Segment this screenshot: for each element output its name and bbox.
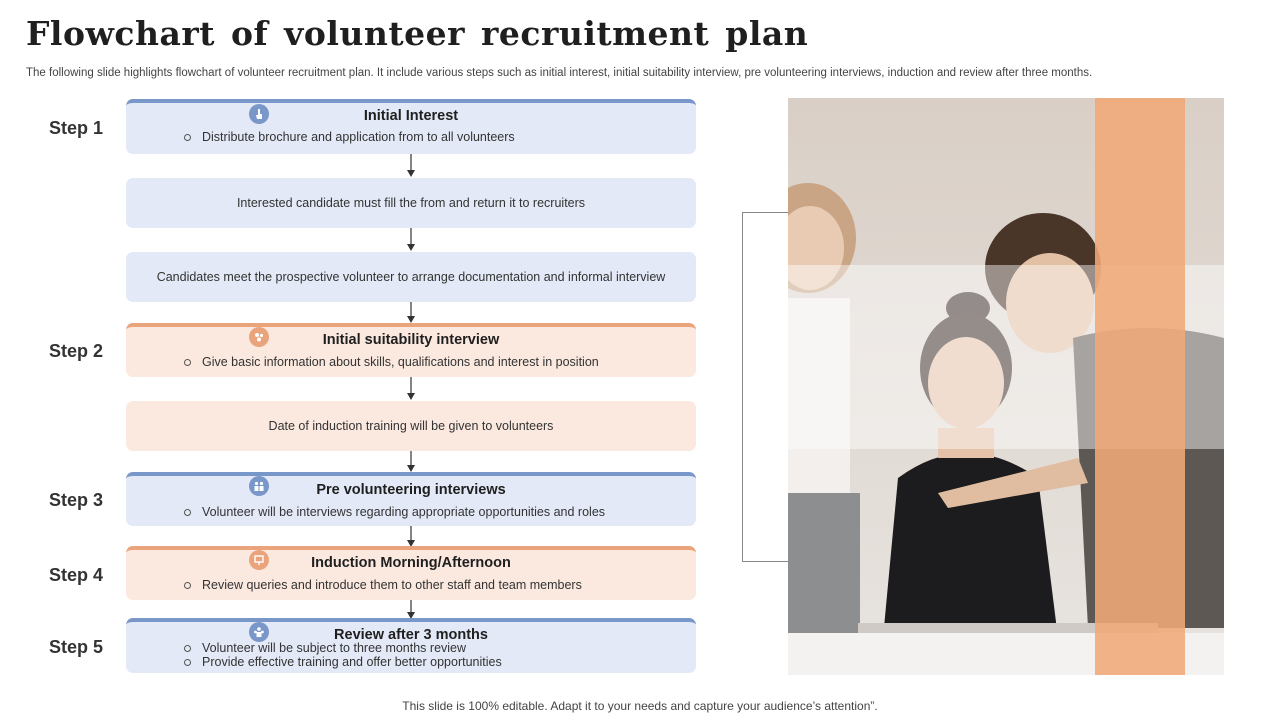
arrow-down-icon: [407, 228, 415, 251]
pointing-hand-icon: [249, 104, 269, 124]
arrow-down-icon: [407, 451, 415, 472]
step-2-box: Initial suitability interview Give basic…: [126, 323, 696, 377]
footer-note: This slide is 100% editable. Adapt it to…: [402, 699, 878, 713]
step-5-label: Step 5: [49, 637, 104, 657]
photo-illustration: [788, 98, 1224, 675]
page-subtitle: The following slide highlights flowchart…: [26, 67, 1093, 79]
step-1-bullet-1: Distribute brochure and application from…: [184, 130, 696, 144]
step-1-label: Step 1: [49, 118, 104, 138]
step-2-bullets: Give basic information about skills, qua…: [126, 355, 696, 369]
step-4-box: Induction Morning/Afternoon Review queri…: [126, 546, 696, 600]
office-team-photo: [788, 98, 1224, 675]
step-2-detail-1-text: Date of induction training will be given…: [268, 419, 554, 433]
arrow-down-icon: [407, 377, 415, 400]
step-2-bullet-1: Give basic information about skills, qua…: [184, 355, 696, 369]
people-icon: [249, 476, 269, 496]
step-3-box: Pre volunteering interviews Volunteer wi…: [126, 472, 696, 526]
arrow-down-icon: [407, 302, 415, 323]
step-3-bullet-1: Volunteer will be interviews regarding a…: [184, 505, 696, 519]
step-4-bullet-1: Review queries and introduce them to oth…: [184, 578, 696, 592]
step-1-detail-2: Candidates meet the prospective voluntee…: [126, 252, 696, 302]
step-4-bullets: Review queries and introduce them to oth…: [126, 578, 696, 592]
arrow-down-icon: [407, 600, 415, 619]
step-5-bullet-2: Provide effective training and offer bet…: [184, 655, 696, 669]
step-4-title: Induction Morning/Afternoon: [311, 555, 511, 571]
step-3-bullets: Volunteer will be interviews regarding a…: [126, 505, 696, 519]
step-5-box: Review after 3 months Volunteer will be …: [126, 618, 696, 673]
arrow-down-icon: [407, 154, 415, 177]
page-title: Flowchart of volunteer recruitment plan: [26, 14, 809, 53]
step-1-title: Initial Interest: [363, 108, 459, 124]
step-5-bullet-1: Volunteer will be subject to three month…: [184, 641, 696, 655]
step-1-detail-1: Interested candidate must fill the from …: [126, 178, 696, 228]
team-icon: [249, 622, 269, 642]
step-4-label: Step 4: [49, 565, 104, 585]
step-1-box: Initial Interest Distribute brochure and…: [126, 99, 696, 154]
step-3-label: Step 3: [49, 490, 104, 510]
step-1-bullets: Distribute brochure and application from…: [126, 130, 696, 144]
presentation-icon: [249, 550, 269, 570]
arrow-down-icon: [407, 526, 415, 547]
step-5-bullets: Volunteer will be subject to three month…: [126, 641, 696, 669]
step-2-label: Step 2: [49, 341, 104, 361]
step-1-detail-1-text: Interested candidate must fill the from …: [236, 196, 586, 210]
step-1-detail-2-text: Candidates meet the prospective voluntee…: [156, 270, 666, 284]
gear-group-icon: [249, 327, 269, 347]
step-2-title: Initial suitability interview: [322, 332, 500, 348]
step-3-title: Pre volunteering interviews: [316, 482, 506, 498]
step-2-detail-1: Date of induction training will be given…: [126, 401, 696, 451]
step-5-title: Review after 3 months: [334, 627, 488, 643]
